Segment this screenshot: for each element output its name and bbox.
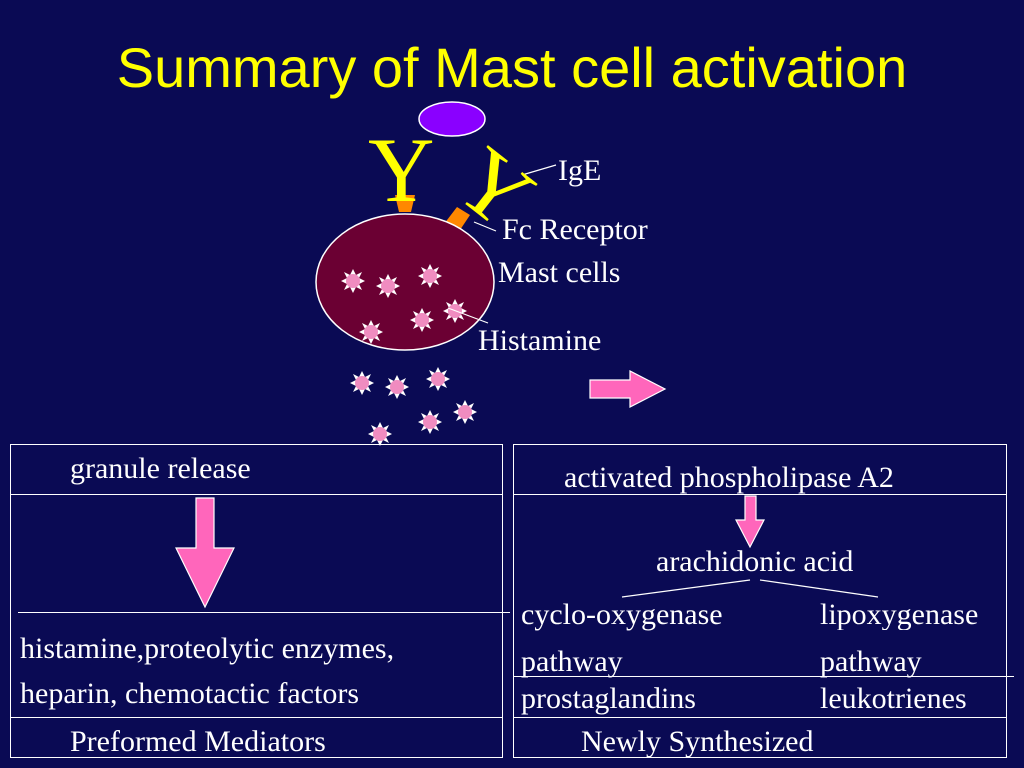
mediators-line-2: heparin, chemotactic factors (20, 677, 359, 710)
histamine-label: Histamine (478, 324, 602, 357)
granule-released-3 (426, 367, 450, 391)
right-arrow (589, 370, 667, 408)
mast-cell-body (315, 213, 495, 351)
ige-leader (521, 164, 557, 176)
page-title: Summary of Mast cell activation (116, 36, 908, 99)
histamine-leader (447, 307, 489, 324)
granule-inside-5 (410, 308, 434, 332)
left-panel-mid-divider (18, 612, 510, 613)
granule-released-2 (385, 375, 409, 399)
cyclooxygenase-pathway-label: pathway (521, 645, 623, 678)
granule-released-1 (350, 371, 374, 395)
newly-synthesized-label: Newly Synthesized (581, 725, 814, 758)
ige-label: IgE (558, 154, 602, 187)
preformed-mediators-label: Preformed Mediators (70, 725, 326, 758)
cyclooxygenase-label: cyclo-oxygenase (521, 598, 723, 631)
leukotrienes-label: leukotrienes (820, 682, 967, 715)
lipoxygenase-pathway-label: pathway (820, 645, 922, 678)
left-down-arrow (175, 497, 235, 609)
right-panel (513, 444, 1007, 758)
antigen-shape (418, 101, 486, 137)
branch-line-left (621, 579, 751, 598)
mediators-line-1: histamine,proteolytic enzymes, (20, 632, 395, 665)
ige-antibody-left-icon: Y (368, 119, 435, 221)
granule-released-5 (453, 400, 477, 424)
left-panel-footer-divider (10, 717, 503, 718)
left-panel (10, 444, 503, 758)
right-panel-footer-divider (513, 717, 1007, 718)
fc-receptor-left (395, 195, 415, 212)
mast-cells-label: Mast cells (498, 256, 621, 289)
granule-inside-1 (341, 269, 365, 293)
granule-released-6 (368, 422, 392, 446)
granule-inside-3 (418, 264, 442, 288)
granule-released-4 (418, 410, 442, 434)
right-panel-product-divider (513, 676, 1014, 677)
fc-receptor-leader (473, 221, 497, 232)
prostaglandins-label: prostaglandins (521, 682, 696, 715)
granule-inside-6 (359, 320, 383, 344)
phospholipase-label: activated phospholipase A2 (564, 461, 894, 494)
left-panel-header-divider (10, 494, 503, 495)
arachidonic-acid-label: arachidonic acid (656, 545, 854, 578)
granule-inside-2 (376, 274, 400, 298)
lipoxygenase-label: lipoxygenase (820, 600, 979, 630)
fc-receptor-label: Fc Receptor (502, 213, 648, 246)
granule-release-label: granule release (70, 452, 251, 485)
right-down-arrow (735, 495, 765, 549)
right-panel-header-divider (513, 494, 1007, 495)
branch-line-right (759, 579, 879, 598)
